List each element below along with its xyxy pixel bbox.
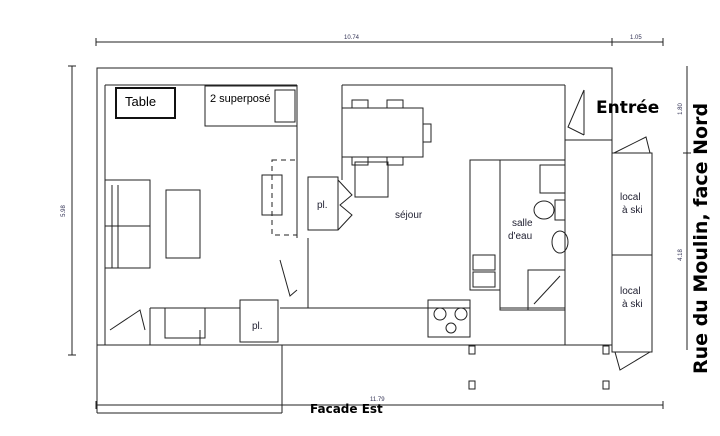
- label-bathroom-2: d'eau: [508, 231, 533, 242]
- dim-right-lower: 4.18: [677, 249, 684, 261]
- dim-right-upper: 1.80: [677, 103, 684, 115]
- label-ski-2-a: local: [620, 286, 641, 297]
- label-bunk: 2 superposé: [210, 93, 271, 105]
- label-bathroom-1: salle: [512, 218, 533, 229]
- label-closet-2: pl.: [252, 321, 263, 332]
- dimension-lines: [68, 38, 691, 409]
- dim-top-side: 1.05: [630, 35, 642, 41]
- label-ski-1-a: local: [620, 192, 641, 203]
- dim-bottom-total: 11.79: [370, 397, 385, 403]
- label-closet-1: pl.: [317, 200, 328, 211]
- walls: [96, 67, 613, 414]
- label-ski-2-b: à ski: [622, 299, 643, 310]
- furniture: [104, 85, 653, 371]
- label-living: séjour: [395, 210, 423, 221]
- label-table: Table: [125, 94, 157, 109]
- label-entry: Entrée: [596, 98, 660, 118]
- label-street: Rue du Moulin, face Nord: [690, 102, 712, 374]
- label-ski-1-b: à ski: [622, 205, 643, 216]
- dim-top-main: 10.74: [344, 35, 360, 41]
- label-facade: Facade Est: [310, 402, 383, 416]
- dim-left-height: 5.98: [60, 205, 67, 217]
